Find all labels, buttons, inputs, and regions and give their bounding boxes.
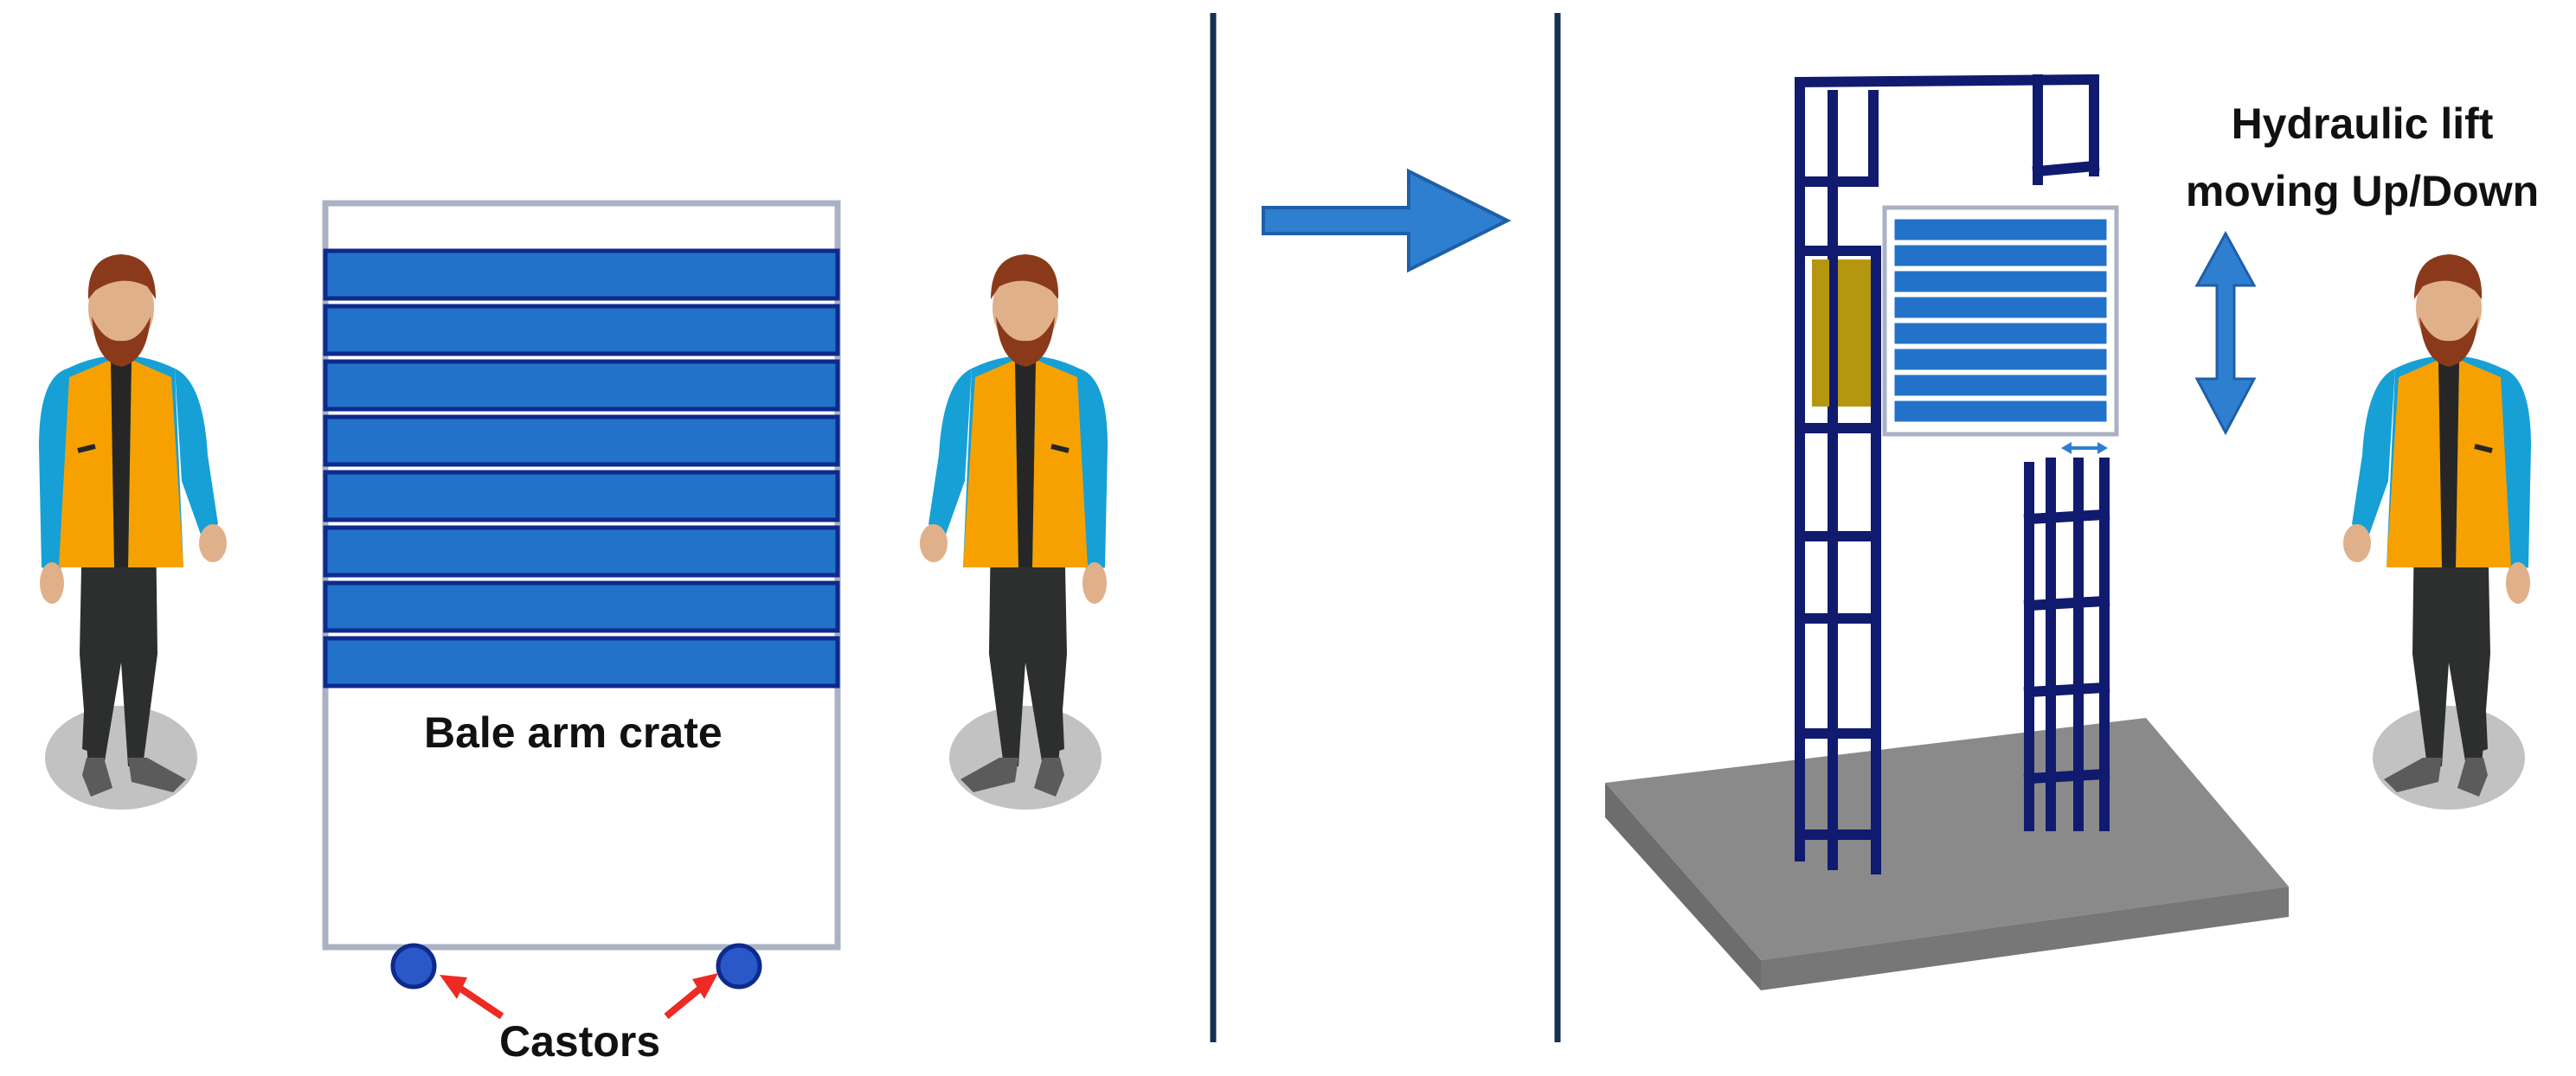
crate-label: Bale arm crate: [424, 708, 723, 757]
castor-pointer-right: [664, 973, 718, 1020]
lift-gate-panel: [1812, 259, 1829, 407]
castor-pointer-left: [440, 975, 504, 1020]
lift-gate-panel: [1838, 259, 1871, 407]
up-down-arrow-icon: [2194, 230, 2257, 436]
bale: [323, 304, 840, 356]
bale: [323, 359, 840, 412]
bale: [323, 580, 840, 633]
left-right-arrow-icon: [2061, 442, 2108, 454]
lift-label-line-1: Hydraulic lift: [2231, 99, 2494, 148]
lift-label-line-2: moving Up/Down: [2185, 167, 2540, 215]
lifted-bale: [1892, 398, 2110, 425]
hydraulic-lift-frame: [1794, 74, 2110, 874]
lifted-bale: [1892, 372, 2110, 399]
lift-label: Hydraulic lift moving Up/Down: [2146, 90, 2576, 225]
lifted-bale-stack: [1892, 216, 2110, 425]
worker-right: [2343, 254, 2531, 810]
lifted-bale: [1892, 216, 2110, 243]
castor-right: [716, 943, 762, 990]
lifted-bale: [1892, 268, 2110, 295]
worker-left-1: [39, 254, 227, 810]
bale: [323, 470, 840, 522]
lifted-bale: [1892, 294, 2110, 321]
lifted-bale: [1892, 320, 2110, 347]
right-arrow-icon: [1262, 168, 1512, 273]
lifted-bale: [1892, 242, 2110, 269]
bale-stack: [323, 248, 840, 689]
bale: [323, 248, 840, 301]
worker-left-2: [920, 254, 1108, 810]
castors-label: Castors: [499, 1017, 661, 1066]
bale: [323, 525, 840, 578]
bale: [323, 414, 840, 467]
lifted-bale: [1892, 346, 2110, 373]
bale: [323, 636, 840, 689]
castor-left: [390, 943, 437, 990]
lift-platform: [1605, 718, 2289, 990]
